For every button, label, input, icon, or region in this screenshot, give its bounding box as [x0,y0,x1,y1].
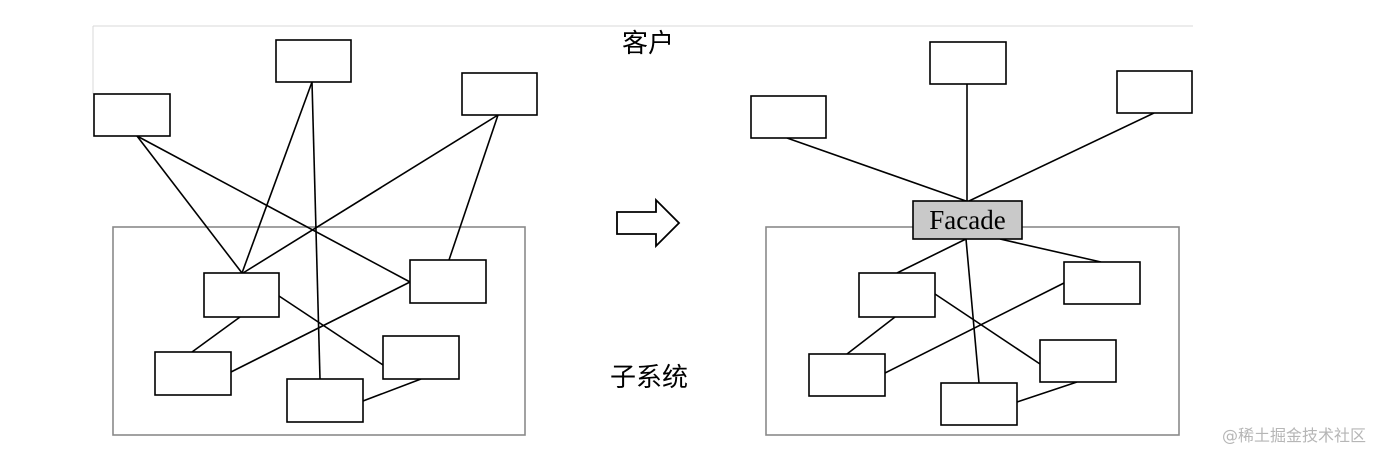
connector-line [311,81,321,380]
connector-line [965,238,980,384]
client-box [750,95,827,139]
left-client-boxes [93,39,538,137]
connector-line [241,81,313,274]
subsystem-box [808,353,886,397]
connector-line [230,281,411,373]
facade-label: Facade [929,205,1005,235]
subsystem-box [409,259,487,304]
connector-line [934,293,1041,365]
right-client-boxes [750,41,1193,139]
facade: Facade [912,200,1023,240]
subsystem-box [940,382,1018,426]
connector-line [846,316,896,355]
connector-line [999,238,1102,263]
client-box [93,93,171,137]
client-box [275,39,352,83]
client-label: 客户 [622,29,674,59]
subsystem-box [154,351,232,396]
facade-box [912,200,1023,240]
connector-line [362,378,422,402]
connector-line [1016,381,1078,403]
client-box [461,72,538,116]
subsystem-label: 子系统 [610,363,688,393]
left-diagram [93,39,538,436]
connector-line [884,282,1065,374]
right-subsystem-boxes [808,261,1141,426]
right-diagram: Facade [750,41,1193,436]
client-box [929,41,1007,85]
connector-line [191,316,241,353]
subsystem-box [286,378,364,423]
left-subsystem-boxes [154,259,487,423]
left-subsystem-container [112,226,526,436]
subsystem-box [203,272,280,318]
subsystem-box [1039,339,1117,383]
connector-line [136,135,411,283]
subsystem-box [382,335,460,380]
subsystem-box [1063,261,1141,305]
connector-line [896,238,967,274]
connector-line [136,135,243,274]
connector-line [448,114,499,261]
subsystem-box [858,272,936,318]
right-arrow-icon [616,197,681,249]
client-box [1116,70,1193,114]
connector-line [968,112,1155,202]
connector-line [786,137,967,202]
watermark-text: @稀土掘金技术社区 [1222,426,1366,445]
right-connection-lines [786,84,1155,403]
connector-line [278,295,384,366]
left-connection-lines [136,81,499,402]
connector-line [242,114,499,274]
